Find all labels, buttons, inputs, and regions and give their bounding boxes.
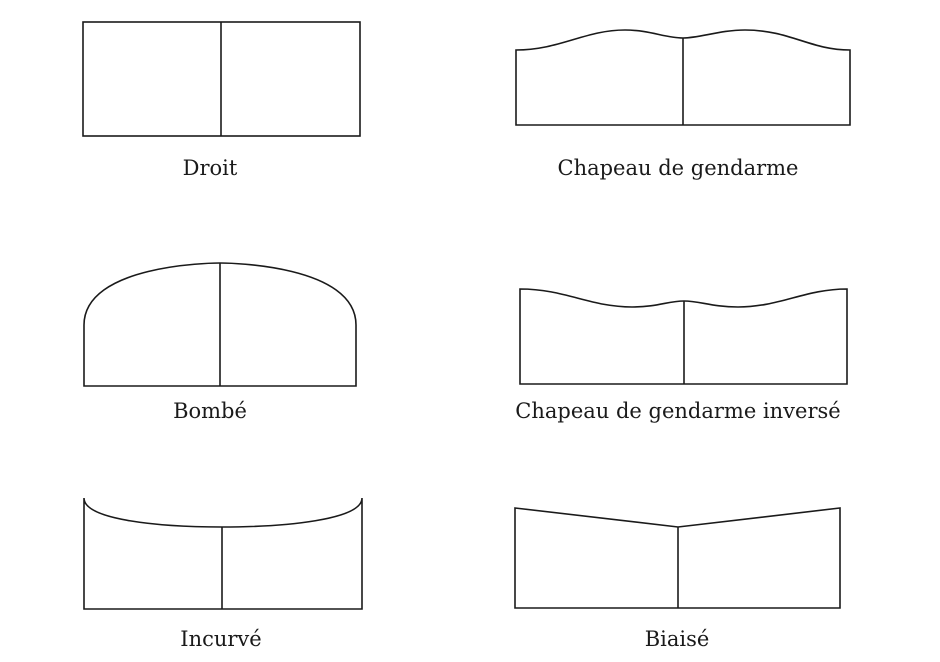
chapeau-inverse-outline [519,288,848,385]
caption-chapeau-de-gendarme-inverse: Chapeau de gendarme inversé [515,399,841,423]
caption-chapeau-de-gendarme: Chapeau de gendarme [557,156,799,180]
shape-biaise [514,507,841,609]
caption-droit: Droit [182,156,238,180]
caption-biaise: Biaisé [644,627,710,651]
shape-chapeau-inverse [519,288,848,385]
shape-bombe [83,262,357,387]
incurve-outline [83,497,363,610]
shape-chapeau-de-gendarme [515,29,851,126]
caption-incurve: Incurvé [180,627,262,651]
shape-incurve [83,497,363,610]
shape-droit [82,21,361,137]
caption-bombe: Bombé [173,399,247,423]
biaise-outline [514,507,841,609]
chapeau-outline [515,29,851,126]
